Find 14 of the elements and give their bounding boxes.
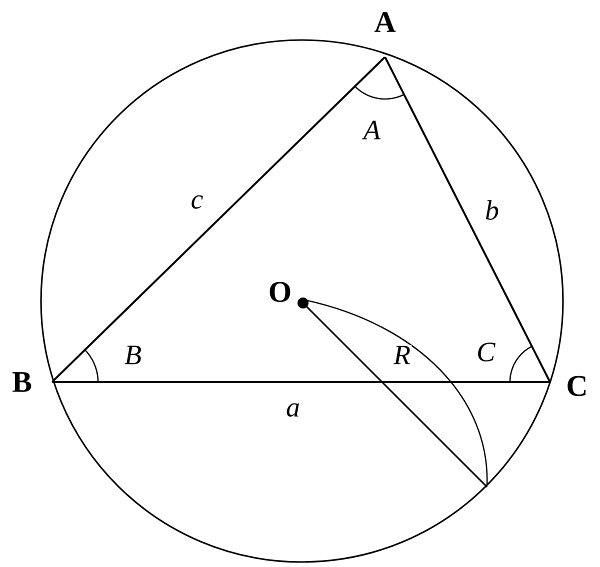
angle-label: C <box>478 342 496 362</box>
angle-label: A <box>362 120 381 140</box>
vertex-label: A <box>374 12 396 32</box>
side-label: c <box>192 195 203 209</box>
line-segment <box>384 56 551 382</box>
vertex-label: B <box>12 372 32 392</box>
radius-label: R <box>392 344 412 366</box>
vertex-label: O <box>270 282 290 302</box>
angle-label: B <box>124 346 141 364</box>
vertex-label: C <box>568 376 586 396</box>
side-label: b <box>486 200 498 220</box>
line-segment <box>52 381 550 383</box>
side-label: a <box>286 403 299 417</box>
line-segment <box>52 56 386 383</box>
